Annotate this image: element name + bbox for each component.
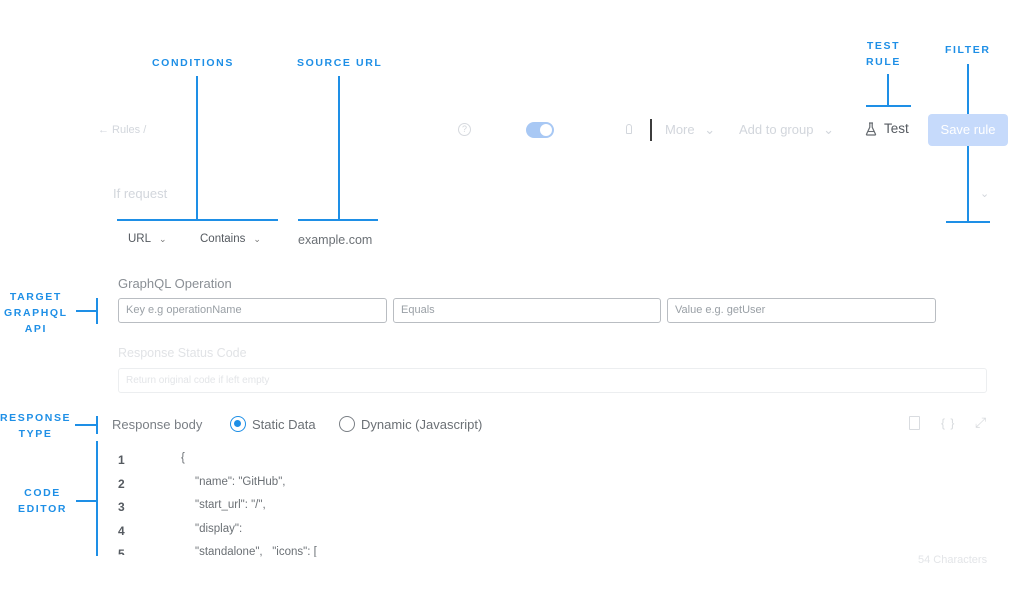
toggle-knob — [540, 124, 552, 136]
callout-test-rule-bracket — [866, 105, 911, 107]
chevron-down-icon: ⌄ — [253, 234, 261, 244]
line-number: 1 — [118, 453, 125, 467]
add-to-group-menu[interactable]: Add to group ⌄ — [739, 122, 834, 138]
help-icon[interactable]: ? — [458, 123, 471, 136]
graphql-key-input[interactable]: Key e.g operationName — [118, 298, 387, 323]
url-type-select[interactable]: URL ⌄ — [128, 233, 167, 245]
toolbar-divider — [650, 119, 652, 141]
test-rule-button[interactable]: Test — [884, 121, 909, 136]
line-number: 5 — [118, 547, 125, 555]
code-line: "name": "GitHub", — [195, 476, 286, 488]
copy-icon[interactable] — [909, 416, 920, 430]
callout-response-type-line — [75, 424, 96, 426]
dynamic-javascript-radio[interactable] — [339, 416, 355, 432]
code-line: "display": — [195, 523, 243, 535]
callout-test-rule: TEST RULE — [866, 40, 901, 68]
flask-icon[interactable] — [865, 122, 877, 136]
code-line: "standalone", "icons": [ — [195, 546, 317, 557]
callout-code-editor-bracket — [96, 441, 98, 556]
static-data-radio-label[interactable]: Static Data — [252, 417, 316, 432]
callout-filter: FILTER — [945, 44, 991, 56]
expand-icon[interactable]: ⤢ — [975, 414, 987, 430]
line-number: 2 — [118, 477, 125, 491]
callout-response-type: RESPONSE TYPE — [0, 412, 72, 440]
callout-target-graphql-line — [76, 310, 96, 312]
static-data-radio[interactable] — [230, 416, 246, 432]
add-to-group-label: Add to group — [739, 122, 814, 137]
callout-source-url-line — [338, 76, 340, 220]
back-to-rules-link[interactable]: ← Rules / — [98, 124, 147, 136]
source-url-input[interactable]: example.com — [298, 233, 373, 247]
response-body-label: Response body — [112, 417, 203, 432]
if-request-label: If request — [113, 186, 168, 201]
callout-filter-bracket — [946, 221, 990, 223]
rule-status-toggle[interactable] — [526, 122, 554, 138]
line-number: 4 — [118, 524, 125, 538]
line-number: 3 — [118, 500, 125, 514]
graphql-operation-title: GraphQL Operation — [118, 276, 232, 291]
callout-response-type-bracket — [96, 416, 98, 434]
callout-target-graphql-bracket — [96, 298, 98, 324]
callout-conditions-line — [196, 76, 198, 220]
code-line: "start_url": "/", — [195, 499, 266, 511]
response-status-code-title: Response Status Code — [118, 346, 247, 360]
code-line: { — [181, 452, 185, 464]
response-status-code-input[interactable]: Return original code if left empty — [118, 368, 987, 393]
chevron-down-icon: ⌄ — [704, 122, 716, 137]
radio-selected-dot — [234, 420, 241, 427]
callout-test-rule-line — [887, 74, 889, 106]
pin-icon[interactable] — [626, 124, 632, 134]
callout-code-editor-line — [76, 500, 96, 502]
more-menu-label: More — [665, 122, 695, 137]
character-count: 54 Characters — [918, 554, 988, 566]
more-menu[interactable]: More ⌄ — [665, 122, 715, 138]
callout-conditions: CONDITIONS — [152, 57, 234, 69]
filter-chevron-icon[interactable]: ⌄ — [980, 188, 990, 200]
graphql-value-input[interactable]: Value e.g. getUser — [667, 298, 936, 323]
callout-conditions-bracket — [117, 219, 278, 221]
save-rule-button[interactable]: Save rule — [928, 114, 1008, 146]
braces-icon[interactable]: { } — [941, 416, 956, 430]
operator-select-value: Contains — [200, 233, 246, 245]
graphql-operator-select[interactable]: Equals — [393, 298, 661, 323]
url-type-select-value: URL — [128, 233, 152, 245]
chevron-down-icon: ⌄ — [823, 122, 834, 137]
callout-source-url: SOURCE URL — [297, 57, 383, 69]
dynamic-javascript-radio-label[interactable]: Dynamic (Javascript) — [361, 417, 483, 432]
chevron-down-icon: ⌄ — [159, 234, 167, 244]
operator-select[interactable]: Contains ⌄ — [200, 233, 261, 245]
callout-code-editor: CODE EDITOR — [18, 487, 68, 515]
callout-target-graphql-api: TARGET GRAPHQL API — [4, 291, 68, 335]
callout-source-url-bracket — [298, 219, 378, 221]
